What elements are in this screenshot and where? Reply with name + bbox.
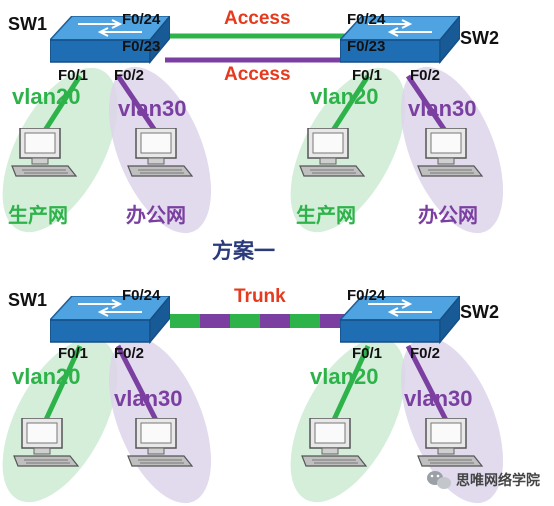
scheme-caption: 方案一	[212, 239, 275, 263]
vlan-label: vlan30	[408, 96, 477, 121]
access-label-top: Access	[224, 8, 291, 29]
sw2-port-f01: F0/1	[352, 345, 382, 362]
vlan-label: vlan20	[12, 364, 81, 389]
scheme-two: SW1 SW2 F0/24 F0/24 Trunk F0/1 F0/2 F0/1…	[2, 286, 504, 504]
vlan-label: vlan20	[310, 84, 379, 109]
vlan-label: vlan30	[114, 386, 183, 411]
network-label: 办公网	[126, 203, 186, 227]
sw1-f01-link	[41, 344, 83, 426]
network-label: 生产网	[8, 203, 68, 227]
vlan-label: vlan30	[118, 96, 187, 121]
network-label: 办公网	[418, 203, 478, 227]
sw1-port-f02: F0/2	[114, 345, 144, 362]
network-label: 生产网	[296, 203, 356, 227]
vlan-label: vlan20	[12, 84, 81, 109]
sw1-f02-link	[115, 344, 161, 426]
sw1-port-f023: F0/23	[122, 38, 160, 55]
trunk-label: Trunk	[234, 286, 286, 307]
sw1-port-f01: F0/1	[58, 345, 88, 362]
vlan-label: vlan30	[404, 386, 473, 411]
watermark: 思唯网络学院	[427, 471, 540, 489]
sw1-port-f024: F0/24	[122, 287, 161, 304]
sw2-label: SW2	[460, 302, 499, 322]
sw2-port-f024: F0/24	[347, 11, 386, 28]
access-label-bottom: Access	[224, 64, 291, 85]
sw2-port-f024: F0/24	[347, 287, 386, 304]
sw1-port-f02: F0/2	[114, 67, 144, 84]
vlan20-zone-right	[290, 337, 406, 503]
sw2-f01-link	[329, 344, 371, 426]
sw2-port-f02: F0/2	[410, 67, 440, 84]
sw1-f02-link	[115, 74, 161, 137]
vlan-label: vlan20	[310, 364, 379, 389]
sw1-label: SW1	[8, 14, 47, 34]
sw2-port-f01: F0/1	[352, 67, 382, 84]
watermark-text: 思唯网络学院	[456, 472, 540, 489]
sw2-label: SW2	[460, 28, 499, 48]
sw1-port-f01: F0/1	[58, 67, 88, 84]
trunk-link	[170, 314, 345, 328]
sw2-f02-link	[405, 74, 451, 137]
sw2-f02-link	[405, 344, 451, 426]
sw2-f01-link	[327, 74, 371, 137]
sw1-f01-link	[39, 74, 83, 137]
sw2-port-f023: F0/23	[347, 38, 385, 55]
sw1-port-f024: F0/24	[122, 11, 161, 28]
sw2-port-f02: F0/2	[410, 345, 440, 362]
wechat-icon	[427, 471, 451, 489]
scheme-one: SW1 SW2 F0/24 F0/23 F0/24 F0/23 Access A…	[2, 8, 504, 263]
sw1-label: SW1	[8, 290, 47, 310]
